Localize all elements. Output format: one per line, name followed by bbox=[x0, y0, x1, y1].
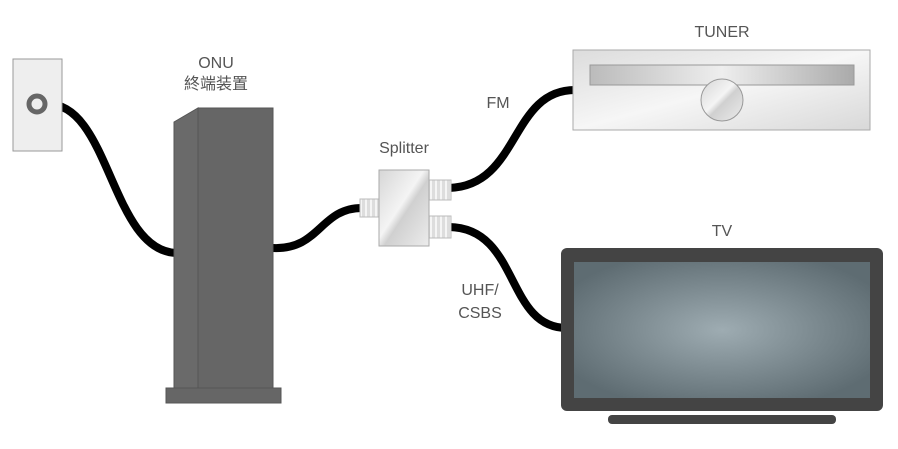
tv-stand bbox=[608, 415, 836, 424]
uhf-label: UHF/ bbox=[461, 282, 499, 299]
onu-label: ONU bbox=[198, 55, 234, 72]
cable-onu-to-splitter bbox=[269, 204, 366, 253]
onu-jp-label: 終端装置 bbox=[184, 75, 248, 93]
tuner-knob bbox=[700, 78, 744, 122]
tv-label: TV bbox=[712, 223, 733, 240]
tuner-label: TUNER bbox=[694, 24, 749, 41]
cable-wall-to-onu bbox=[41, 99, 180, 257]
fm-label: FM bbox=[486, 95, 509, 112]
tuner-device bbox=[572, 49, 871, 131]
coax-port-icon bbox=[26, 93, 48, 115]
splitter-device bbox=[359, 169, 452, 247]
cable-fm bbox=[445, 86, 579, 192]
tv-screen bbox=[574, 262, 870, 398]
splitter-label: Splitter bbox=[379, 140, 429, 157]
csbs-label: CSBS bbox=[458, 305, 502, 322]
onu-device bbox=[165, 107, 282, 404]
tv-device bbox=[561, 248, 883, 424]
cable-uhf-csbs bbox=[445, 223, 571, 332]
wall-outlet bbox=[12, 58, 63, 152]
